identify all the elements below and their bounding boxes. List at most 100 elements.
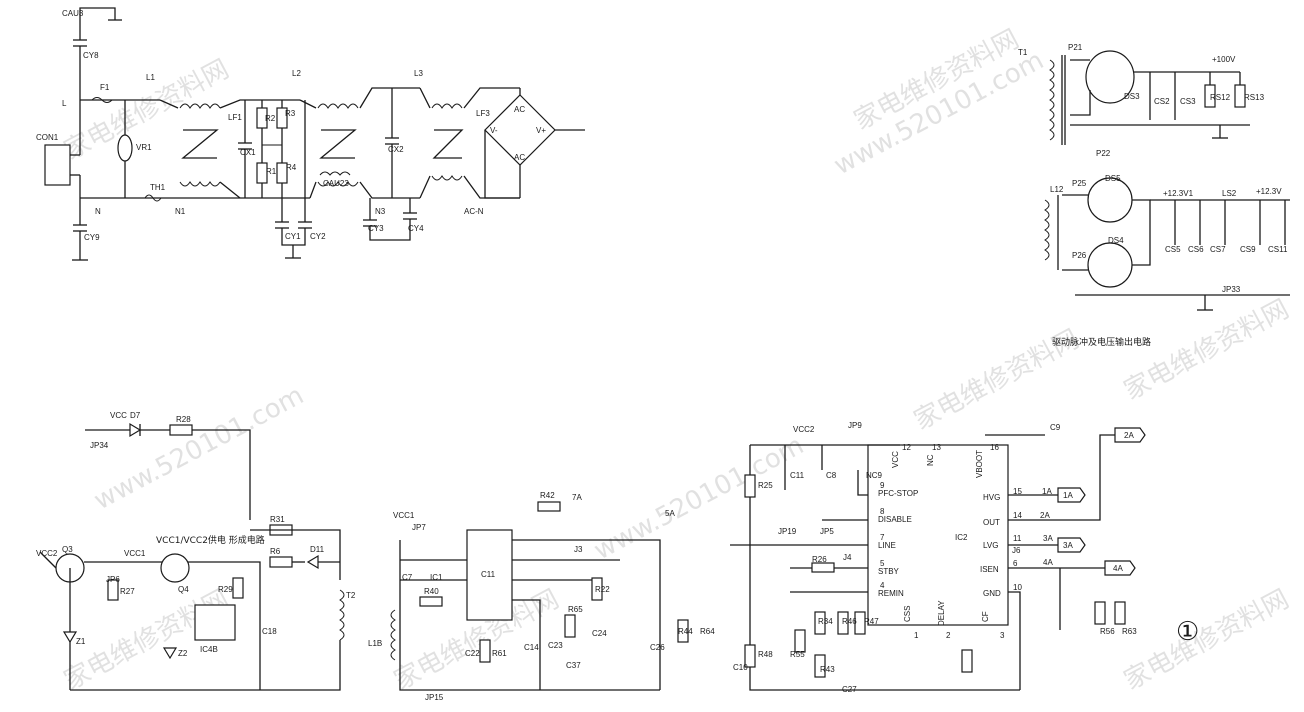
ic2-pin-name: GND: [983, 589, 1001, 598]
ic2-name: IC2: [955, 533, 968, 542]
bridge-pin-label: AC: [514, 105, 525, 114]
watermark-text: 家电维修资料网: [1119, 584, 1294, 696]
label-c37: C37: [566, 661, 581, 670]
label-r56: R56: [1100, 627, 1115, 636]
label-cy2: CY2: [310, 232, 326, 241]
label-c11-ic1: C7: [402, 573, 413, 582]
label-jp19: JP19: [778, 527, 797, 536]
label-jp33: JP33: [1222, 285, 1241, 294]
ic2-pin-name: VBOOT: [975, 450, 984, 478]
input-emi-filter: AC AC V- V+ CAU3 CY8 L CON1 F1 VR1 TH1 N…: [36, 7, 585, 261]
label-c18: C18: [262, 627, 277, 636]
label-cau23: CAU23: [323, 179, 349, 188]
vcc-supply-circuit: VCC D7 R28 JP34 VCC2 Q3 VCC1 JP6 R27 Z1: [36, 411, 356, 691]
ic2-pin-name: STBY: [878, 567, 900, 576]
bridge-pin-label: V+: [536, 126, 546, 135]
label-l: L: [62, 99, 67, 108]
ic1-chip: [466, 529, 513, 621]
label-4a: 4A: [1043, 558, 1053, 567]
label-jp7: JP7: [412, 523, 426, 532]
label-r34: R34: [818, 617, 833, 626]
label-c10: C10: [733, 663, 748, 672]
label-c8: C8: [826, 471, 837, 480]
label-t1: T1: [1018, 48, 1028, 57]
ic2-pin-name: CSS: [903, 606, 912, 622]
label-p26: P26: [1072, 251, 1087, 260]
label-c26: C26: [650, 643, 665, 652]
label-d7: D7: [130, 411, 141, 420]
ic2-pin-num: 12: [902, 443, 911, 452]
ic2-pin-num: 2: [946, 631, 951, 640]
secondary-output: T1 P21 DS3 +100V CS2 CS3 RS12 RS13 P22 L…: [1018, 43, 1290, 348]
watermark-url: www.520101.com: [89, 380, 309, 516]
label-r22: R22: [595, 585, 610, 594]
figure-number: ①: [1176, 617, 1199, 647]
label-ac-n: AC-N: [464, 207, 484, 216]
label-n: N: [95, 207, 101, 216]
label-cs11: CS11: [1268, 245, 1288, 254]
ic2-pin-num: 15: [1013, 487, 1022, 496]
ic2-pin-name: LINE: [878, 541, 896, 550]
rectifier-ds5: [1087, 177, 1133, 223]
connector-label: 3A: [1063, 541, 1073, 550]
ic2-pin-num: 13: [932, 443, 941, 452]
ic2-pin-name: LVG: [983, 541, 998, 550]
label-cy4: CY4: [408, 224, 424, 233]
connector-arrows: 2A 1A 3A 4A: [1057, 427, 1146, 576]
label-p22: P22: [1096, 149, 1111, 158]
ic2-pin-name: NC: [926, 454, 935, 466]
label-cs7: CS7: [1210, 245, 1226, 254]
label-c23: C23: [548, 641, 563, 650]
label-r28: R28: [176, 415, 191, 424]
label-n1: N1: [175, 207, 186, 216]
label-r25: R25: [758, 481, 773, 490]
ic2-pin-num: 16: [990, 443, 999, 452]
label-5a: 5A: [665, 509, 675, 518]
label-ic1: C11: [481, 570, 496, 579]
label-q4: Q4: [178, 585, 189, 594]
label-th1: TH1: [150, 183, 166, 192]
label-vcc1: VCC1: [124, 549, 146, 558]
connector-label: 2A: [1124, 431, 1134, 440]
label-r42: R42: [540, 491, 555, 500]
label-z1: Z1: [76, 637, 86, 646]
label-3a: 3A: [1043, 534, 1053, 543]
ic2-chip: [867, 444, 1009, 626]
label-cy8: CY8: [83, 51, 99, 60]
label-cy3: CY3: [368, 224, 384, 233]
label-12v3v1: +12.3V1: [1163, 189, 1194, 198]
label-r63: R63: [1122, 627, 1137, 636]
label-r26: R26: [812, 555, 827, 564]
label-2a: 2A: [1040, 511, 1050, 520]
label-ds3: DS3: [1124, 92, 1140, 101]
label-c9: C9: [1050, 423, 1061, 432]
label-jp6: JP6: [106, 575, 120, 584]
label-7a: 7A: [572, 493, 582, 502]
ic2-pin-num: 4: [880, 581, 885, 590]
label-c14: C14: [524, 643, 539, 652]
ic2-pin-num: 1: [914, 631, 919, 640]
ic2-pin-name: DELAY: [937, 600, 946, 626]
label-l12: L12: [1050, 185, 1064, 194]
ic2-pin-num: 9: [880, 481, 885, 490]
rectifier-ds3: [1085, 50, 1135, 104]
label-vcc2: VCC2: [36, 549, 58, 558]
label-r3: R3: [285, 109, 296, 118]
label-ds5: DS5: [1105, 174, 1121, 183]
label-ic4b: IC4B: [200, 645, 218, 654]
ic1-section: C11 VCC1 JP7 C7 IC1 L1B R40 C22 R61 C14 …: [368, 491, 715, 702]
label-r40: R40: [424, 587, 439, 596]
label-r55: R55: [790, 650, 805, 659]
label-jp5: JP5: [820, 527, 834, 536]
label-cs3: CS3: [1180, 97, 1196, 106]
label-j6: J6: [1012, 546, 1021, 555]
ic2-pin-num: 7: [880, 533, 885, 542]
label-lf1: LF1: [228, 113, 242, 122]
label-c7: IC1: [430, 573, 443, 582]
label-vcc: VCC: [110, 411, 127, 420]
label-r44: R44: [678, 627, 693, 636]
label-r6: R6: [270, 547, 281, 556]
rectifier-ds4: [1087, 242, 1133, 288]
label-cx2: CX2: [388, 145, 404, 154]
